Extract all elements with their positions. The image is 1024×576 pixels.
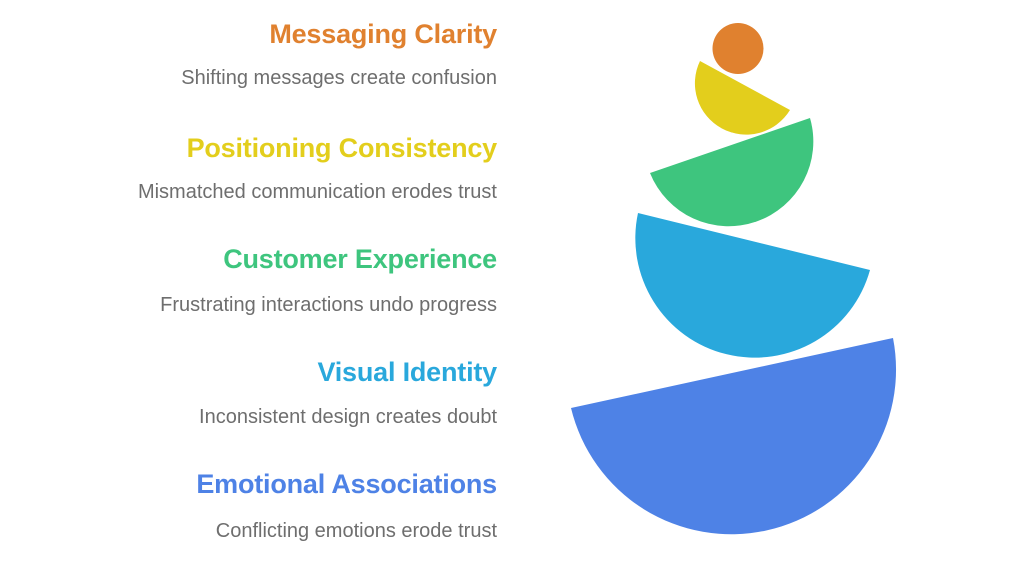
semicircle-customer-experience	[650, 118, 814, 227]
semicircle-visual-identity	[635, 213, 870, 358]
title-emotional-associations: Emotional Associations	[196, 469, 497, 499]
description-visual-identity: Inconsistent design creates doubt	[199, 406, 497, 428]
semicircle-positioning-consistency	[694, 61, 790, 135]
title-visual-identity: Visual Identity	[317, 357, 497, 387]
circle-messaging-clarity	[712, 23, 764, 74]
description-emotional-associations: Conflicting emotions erode trust	[215, 520, 497, 542]
title-customer-experience: Customer Experience	[223, 244, 497, 274]
title-messaging-clarity: Messaging Clarity	[269, 19, 497, 49]
description-customer-experience: Frustrating interactions undo progress	[160, 294, 497, 316]
description-messaging-clarity: Shifting messages create confusion	[181, 67, 497, 89]
description-positioning-consistency: Mismatched communication erodes trust	[137, 181, 497, 203]
semicircle-emotional-associations	[571, 338, 897, 535]
title-positioning-consistency: Positioning Consistency	[186, 133, 498, 163]
